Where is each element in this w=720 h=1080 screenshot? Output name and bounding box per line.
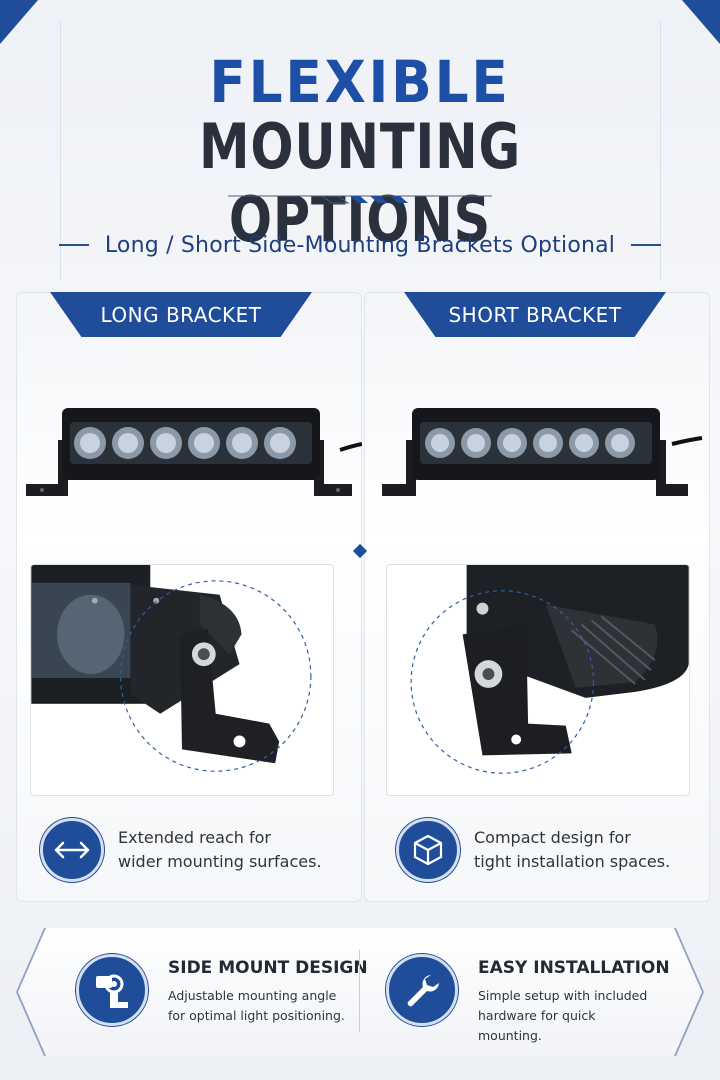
background-line (60, 20, 61, 280)
short-bracket-feature-text: Compact design for tight installation sp… (474, 826, 704, 874)
easy-installation-line-1: Simple setup with included (478, 988, 648, 1003)
side-mount-line-1: Adjustable mounting angle (168, 988, 337, 1003)
subtitle-row: Long / Short Side-Mounting Brackets Opti… (0, 228, 720, 262)
easy-installation-title: EASY INSTALLATION (478, 958, 670, 978)
title-line-1: FLEXIBLE (209, 48, 511, 116)
side-mount-title: SIDE MOUNT DESIGN (168, 958, 368, 978)
banner-edge-left (16, 928, 50, 1056)
title-divider (228, 195, 492, 204)
side-mount-line-2: for optimal light positioning. (168, 1008, 345, 1023)
cube-icon (396, 818, 460, 882)
corner-accent-left (0, 0, 38, 44)
subtitle-dash-right (631, 244, 662, 246)
wrench-icon (386, 954, 458, 1026)
subtitle-dash-left (58, 244, 89, 246)
side-mount-icon (76, 954, 148, 1026)
short-bracket-feature-line-2: tight installation spaces. (474, 852, 671, 871)
short-bracket-closeup-image (386, 564, 690, 796)
short-bracket-feature-line-1: Compact design for (474, 828, 631, 847)
banner-divider (359, 950, 360, 1032)
background-line (660, 20, 661, 280)
light-bar-long-bracket-image (26, 408, 362, 496)
easy-installation-text: Simple setup with included hardware for … (478, 986, 663, 1046)
long-bracket-closeup-image (30, 564, 334, 796)
easy-installation-line-2: hardware for quick mounting. (478, 1008, 596, 1043)
long-bracket-feature-line-1: Extended reach for (118, 828, 271, 847)
subtitle: Long / Short Side-Mounting Brackets Opti… (104, 232, 616, 258)
corner-accent-right (682, 0, 720, 44)
short-bracket-tag: SHORT BRACKET (404, 292, 666, 337)
long-bracket-feature-line-2: wider mounting surfaces. (118, 852, 322, 871)
banner-edge-right (670, 928, 704, 1056)
side-mount-text: Adjustable mounting angle for optimal li… (168, 986, 353, 1026)
double-arrow-icon (40, 818, 104, 882)
light-bar-short-bracket-image (382, 408, 703, 496)
long-bracket-feature-text: Extended reach for wider mounting surfac… (118, 826, 348, 874)
long-bracket-tag: LONG BRACKET (50, 292, 312, 337)
title-line-2: MOUNTING OPTIONS (198, 110, 522, 256)
